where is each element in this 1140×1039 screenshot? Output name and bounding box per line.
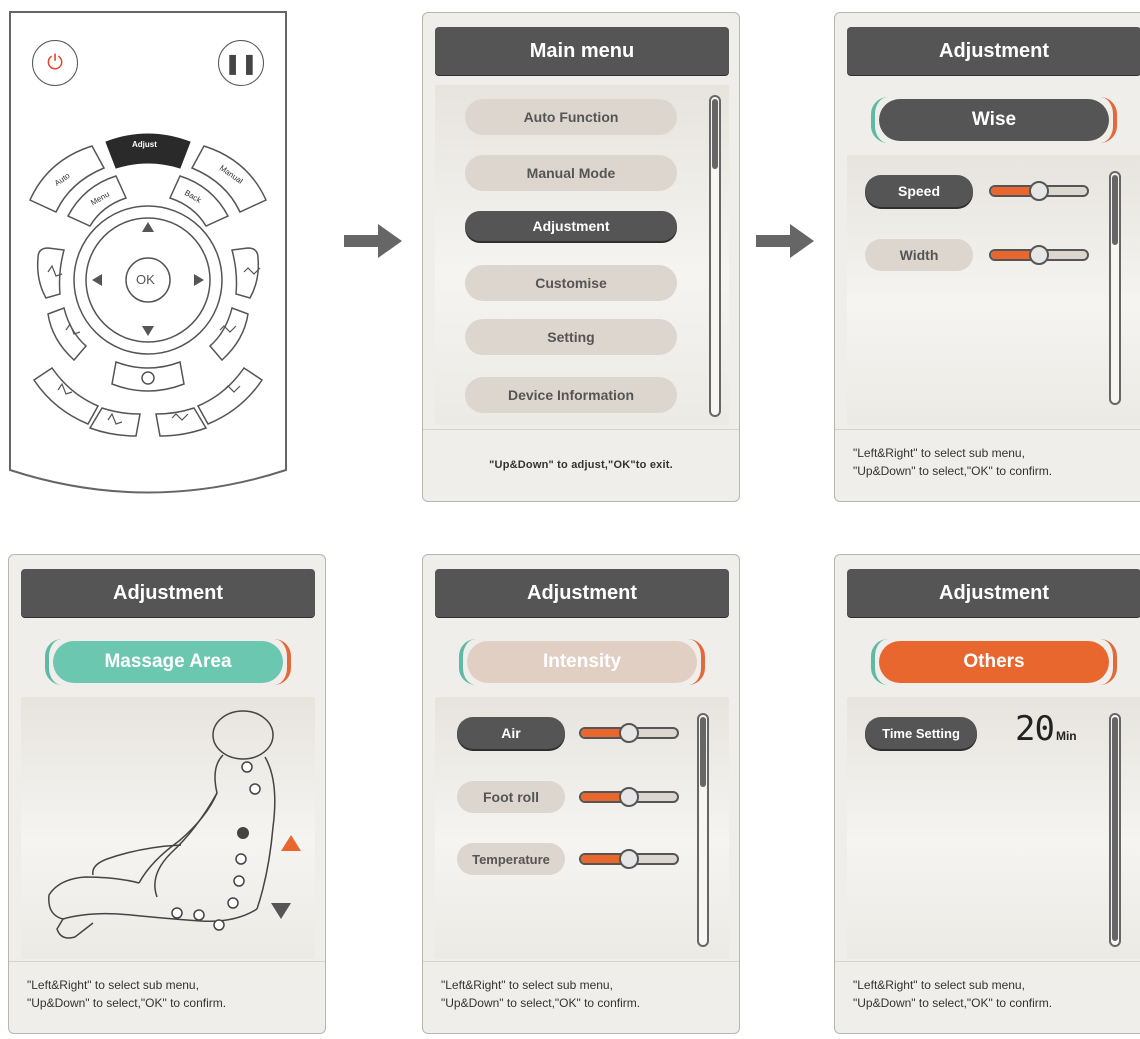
scrollbar-thumb[interactable] (1112, 175, 1118, 245)
power-icon: ⏻ (47, 51, 63, 74)
menu-list: Auto Function Manual Mode Adjustment Cus… (435, 85, 729, 425)
up-arrow-icon[interactable] (281, 835, 301, 851)
menu-item-manual-mode[interactable]: Manual Mode (465, 155, 677, 191)
arrow-right-icon (344, 224, 402, 258)
panel-title: Adjustment (435, 569, 729, 617)
panel-footer: "Up&Down" to adjust,"OK"to exit. (423, 429, 739, 501)
mode-selector-intensity[interactable]: Intensity (459, 639, 705, 685)
arrow-right-icon (756, 224, 814, 258)
temperature-slider[interactable] (579, 849, 679, 869)
scrollbar[interactable] (709, 95, 721, 417)
settings-area: Speed Width (847, 155, 1140, 425)
time-unit: Min (1055, 729, 1077, 743)
speed-slider[interactable] (989, 181, 1089, 201)
footer-line: "Up&Down" to select,"OK" to confirm. (853, 464, 1053, 478)
slider-knob[interactable] (619, 849, 639, 869)
mode-selector-others[interactable]: Others (871, 639, 1117, 685)
others-panel: Adjustment Others Time Setting 20 Min "L… (834, 554, 1140, 1034)
menu-item-auto-function[interactable]: Auto Function (465, 99, 677, 135)
air-label[interactable]: Air (457, 717, 565, 749)
mode-selector-wise[interactable]: Wise (871, 97, 1117, 143)
pause-icon: ❚❚ (224, 52, 258, 75)
footer-line: "Up&Down" to select,"OK" to confirm. (441, 996, 641, 1010)
footer-line: "Up&Down" to select,"OK" to confirm. (853, 996, 1053, 1010)
settings-area: Air Foot roll Temperature (435, 697, 729, 959)
intensity-panel: Adjustment Intensity Air Foot roll Tempe… (422, 554, 740, 1034)
panel-footer: "Left&Right" to select sub menu, "Up&Dow… (423, 961, 739, 1033)
time-setting-label[interactable]: Time Setting (865, 717, 977, 749)
menu-item-device-information[interactable]: Device Information (465, 377, 677, 413)
menu-item-customise[interactable]: Customise (465, 265, 677, 301)
body-diagram-area (21, 697, 315, 959)
pause-button[interactable]: ❚❚ (218, 40, 264, 86)
panel-title: Main menu (435, 27, 729, 75)
slider-knob[interactable] (619, 787, 639, 807)
footer-line: "Left&Right" to select sub menu, (27, 978, 199, 992)
temperature-label[interactable]: Temperature (457, 843, 565, 875)
panel-footer: "Left&Right" to select sub menu, "Up&Dow… (835, 429, 1140, 501)
footer-line: "Left&Right" to select sub menu, (441, 978, 613, 992)
power-button[interactable]: ⏻ (32, 40, 78, 86)
panel-title: Adjustment (847, 27, 1140, 75)
remote-control: ⏻ ❚❚ Adjust Auto Manual Menu Back OK (8, 10, 288, 500)
adjust-button-label[interactable]: Adjust (132, 140, 157, 149)
remote-body (9, 11, 287, 494)
panel-footer: "Left&Right" to select sub menu, "Up&Dow… (835, 961, 1140, 1033)
footer-line: "Left&Right" to select sub menu, (853, 978, 1025, 992)
mode-selector-massage-area[interactable]: Massage Area (45, 639, 291, 685)
menu-item-adjustment[interactable]: Adjustment (465, 211, 677, 241)
ok-button-label[interactable]: OK (136, 272, 155, 287)
slider-knob[interactable] (1029, 245, 1049, 265)
scrollbar[interactable] (1109, 171, 1121, 405)
speed-label[interactable]: Speed (865, 175, 973, 207)
footer-line: "Up&Down" to select,"OK" to confirm. (27, 996, 227, 1010)
foot-roll-slider[interactable] (579, 787, 679, 807)
massage-area-panel: Adjustment Massage Area (8, 554, 326, 1034)
scrollbar-thumb[interactable] (1112, 717, 1118, 941)
slider-knob[interactable] (1029, 181, 1049, 201)
foot-roll-label[interactable]: Foot roll (457, 781, 565, 813)
width-label[interactable]: Width (865, 239, 973, 271)
time-value-display: 20 Min (1015, 709, 1077, 749)
settings-area: Time Setting 20 Min (847, 697, 1140, 959)
panel-footer: "Left&Right" to select sub menu, "Up&Dow… (9, 961, 325, 1033)
time-value: 20 (1015, 709, 1055, 749)
scrollbar[interactable] (1109, 713, 1121, 947)
width-slider[interactable] (989, 245, 1089, 265)
slider-knob[interactable] (619, 723, 639, 743)
main-menu-panel: Main menu Auto Function Manual Mode Adju… (422, 12, 740, 502)
scrollbar[interactable] (697, 713, 709, 947)
air-slider[interactable] (579, 723, 679, 743)
wise-adjustment-panel: Adjustment Wise Speed Width "Left&Right"… (834, 12, 1140, 502)
down-arrow-icon[interactable] (271, 903, 291, 919)
scrollbar-thumb[interactable] (700, 717, 706, 787)
panel-title: Adjustment (21, 569, 315, 617)
panel-title: Adjustment (847, 569, 1140, 617)
footer-line: "Left&Right" to select sub menu, (853, 446, 1025, 460)
menu-item-setting[interactable]: Setting (465, 319, 677, 355)
body-figure-icon (48, 710, 301, 939)
scrollbar-thumb[interactable] (712, 99, 718, 169)
